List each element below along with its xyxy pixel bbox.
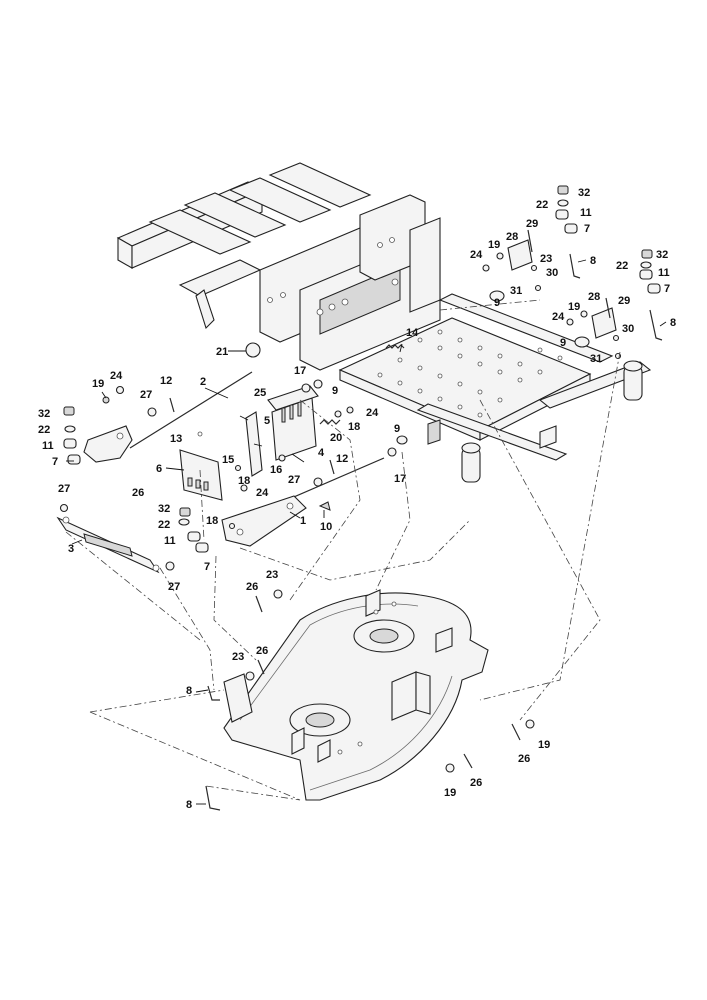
frame-assembly xyxy=(116,162,652,483)
callout-22: 22 xyxy=(616,260,628,272)
callout-19: 19 xyxy=(92,378,104,390)
callout-3: 3 xyxy=(68,543,74,555)
callout-27: 27 xyxy=(288,474,300,486)
callout-8: 8 xyxy=(590,255,596,267)
callout-28: 28 xyxy=(506,231,518,243)
assembly-lines xyxy=(65,299,621,801)
callout-25: 25 xyxy=(254,387,266,399)
callout-8: 8 xyxy=(186,685,192,697)
callout-22: 22 xyxy=(38,424,50,436)
callout-24: 24 xyxy=(110,370,123,382)
callout-24: 24 xyxy=(256,487,269,499)
callout-9: 9 xyxy=(494,297,500,309)
callout-2: 2 xyxy=(200,376,206,388)
callout-8: 8 xyxy=(670,317,676,329)
mower-deck xyxy=(205,589,535,811)
callout-26: 26 xyxy=(256,645,268,657)
callout-26: 26 xyxy=(132,487,144,499)
callout-23: 23 xyxy=(266,569,278,581)
callout-22: 22 xyxy=(158,519,170,531)
callout-5: 5 xyxy=(264,415,270,427)
callout-18: 18 xyxy=(238,475,250,487)
callout-31: 31 xyxy=(590,353,602,365)
callout-30: 30 xyxy=(622,323,634,335)
callout-17: 17 xyxy=(394,473,406,485)
callout-23: 23 xyxy=(540,253,552,265)
callout-32: 32 xyxy=(656,249,668,261)
callout-9: 9 xyxy=(560,337,566,349)
callout-11: 11 xyxy=(164,535,176,547)
callout-27: 27 xyxy=(140,389,152,401)
callout-31: 31 xyxy=(510,285,522,297)
callout-9: 9 xyxy=(394,423,400,435)
callout-30: 30 xyxy=(546,267,558,279)
callout-18: 18 xyxy=(206,515,218,527)
callout-26: 26 xyxy=(246,581,258,593)
callout-26: 26 xyxy=(518,753,530,765)
callout-32: 32 xyxy=(578,187,590,199)
callout-14: 14 xyxy=(406,327,419,339)
callout-9: 9 xyxy=(332,385,338,397)
callout-19: 19 xyxy=(444,787,456,799)
callout-20: 20 xyxy=(330,432,342,444)
callout-29: 29 xyxy=(526,218,538,230)
callout-15: 15 xyxy=(222,454,234,466)
callout-22: 22 xyxy=(536,199,548,211)
floor-holes xyxy=(377,329,563,418)
callout-6: 6 xyxy=(156,463,162,475)
callout-27: 27 xyxy=(58,483,70,495)
callout-12: 12 xyxy=(160,375,172,387)
hardware xyxy=(59,185,663,571)
callout-23: 23 xyxy=(232,651,244,663)
callout-7: 7 xyxy=(664,283,670,295)
callout-17: 17 xyxy=(294,365,306,377)
callout-19: 19 xyxy=(488,239,500,251)
callout-4: 4 xyxy=(318,447,325,459)
callout-12: 12 xyxy=(336,453,348,465)
callout-28: 28 xyxy=(588,291,600,303)
callout-10: 10 xyxy=(320,521,332,533)
callout-8: 8 xyxy=(186,799,192,811)
callout-11: 11 xyxy=(42,440,54,452)
callout-11: 11 xyxy=(580,207,592,219)
callout-19: 19 xyxy=(538,739,550,751)
callout-7: 7 xyxy=(52,456,58,468)
callout-labels: 21 2 24 19 12 27 32 22 11 7 13 6 27 26 3… xyxy=(38,187,676,811)
callout-26: 26 xyxy=(470,777,482,789)
callout-18: 18 xyxy=(348,421,360,433)
callout-13: 13 xyxy=(170,433,182,445)
callout-24: 24 xyxy=(366,407,379,419)
callout-11: 11 xyxy=(658,267,670,279)
leader-lines xyxy=(66,259,667,805)
callout-1: 1 xyxy=(300,515,306,527)
callout-7: 7 xyxy=(204,561,210,573)
callout-19: 19 xyxy=(568,301,580,313)
callout-32: 32 xyxy=(38,408,50,420)
callout-27: 27 xyxy=(168,581,180,593)
callout-7: 7 xyxy=(584,223,590,235)
callout-29: 29 xyxy=(618,295,630,307)
callout-16: 16 xyxy=(270,464,282,476)
callout-24: 24 xyxy=(552,311,565,323)
callout-32: 32 xyxy=(158,503,170,515)
callout-21: 21 xyxy=(216,346,228,358)
callout-24: 24 xyxy=(470,249,483,261)
